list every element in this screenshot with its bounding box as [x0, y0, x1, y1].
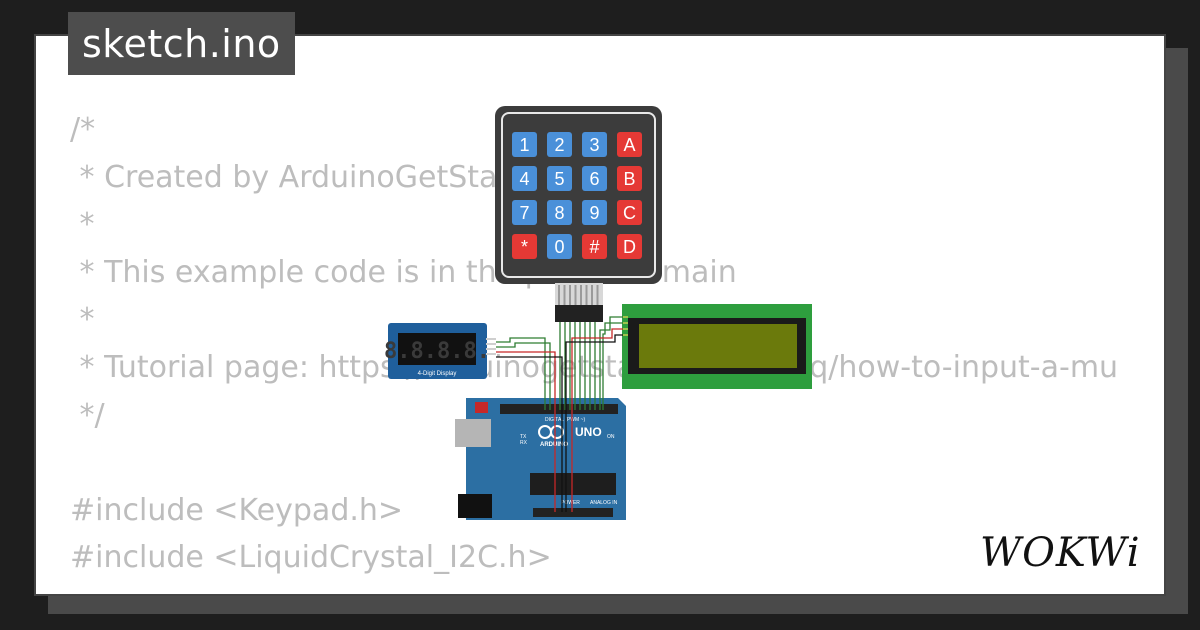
- keypad-key-label: #: [589, 237, 599, 257]
- keypad-connector: [555, 283, 603, 322]
- sketch-title: sketch.ino: [82, 21, 281, 66]
- tx-label: TX: [520, 434, 527, 440]
- code-line: *: [70, 207, 95, 243]
- code-line: * Created by ArduinoGetSta: [70, 159, 498, 195]
- keypad-key[interactable]: [582, 166, 607, 191]
- keypad-key-label: 0: [554, 237, 564, 257]
- keypad-key[interactable]: [512, 166, 537, 191]
- wires: [496, 316, 623, 512]
- keypad-key[interactable]: [512, 200, 537, 225]
- keypad-key-label: C: [623, 203, 636, 223]
- keypad-keys: 1 2 3 A 4 5 6 B 7 8 9 C * 0 # D: [512, 132, 642, 259]
- keypad-key[interactable]: [547, 234, 572, 259]
- keypad-frame: [501, 112, 656, 278]
- connector-pin: [591, 285, 593, 305]
- code-line: #include <LiquidCrystal_I2C.h>: [70, 540, 552, 576]
- keypad-key[interactable]: [512, 132, 537, 157]
- analog-label: ANALOG IN: [590, 500, 618, 506]
- keypad: 1 2 3 A 4 5 6 B 7 8 9 C * 0 # D: [495, 106, 662, 284]
- arduino-logo-text: ARDUINO: [540, 442, 568, 448]
- connector-pin: [569, 285, 571, 305]
- connector-pins: [555, 283, 603, 305]
- keypad-key-label: 5: [554, 169, 564, 189]
- keypad-key[interactable]: [547, 200, 572, 225]
- keypad-key-label: 9: [589, 203, 599, 223]
- keypad-key[interactable]: [617, 234, 642, 259]
- code-line: /*: [70, 112, 96, 147]
- wokwi-logo: WOKWi: [980, 530, 1141, 576]
- keypad-key[interactable]: [512, 234, 537, 259]
- keypad-key-label: 2: [554, 135, 564, 155]
- code-line: *: [70, 302, 95, 338]
- keypad-key[interactable]: [617, 132, 642, 157]
- keypad-key-label: 6: [589, 169, 599, 189]
- connector-pin: [585, 285, 588, 305]
- connector-pin: [596, 285, 599, 305]
- lcd-display: [622, 304, 812, 389]
- arduino-uno: UNO ARDUINO DIGITAL (PWM ~) ANALOG IN PO…: [455, 398, 626, 520]
- keypad-key-label: 1: [519, 135, 529, 155]
- keypad-key[interactable]: [547, 166, 572, 191]
- keypad-key-label: A: [623, 135, 635, 155]
- seven-segment-label: 4-Digit Display: [418, 371, 457, 377]
- keypad-key-label: D: [623, 237, 636, 257]
- wokwi-logo-text: WOKWi: [980, 530, 1141, 576]
- rx-label: RX: [520, 440, 528, 446]
- connector-pin: [574, 285, 577, 305]
- keypad-key-label: 3: [589, 135, 599, 155]
- power-label: POWER: [561, 500, 580, 506]
- seven-segment-digits: 8.8.8.8.: [384, 339, 490, 364]
- atmega-chip: [530, 473, 616, 495]
- code-line: #include <Keypad.h>: [70, 492, 404, 528]
- connector-pin: [563, 285, 566, 305]
- keypad-key-label: 7: [519, 203, 529, 223]
- digital-header: [500, 404, 618, 414]
- arduino-model: UNO: [575, 425, 602, 439]
- sketch-title-badge: sketch.ino: [68, 12, 295, 75]
- code-text: /* * Created by ArduinoGetSta * * This e…: [70, 106, 1118, 582]
- digital-label: DIGITAL (PWM ~): [545, 417, 585, 423]
- seven-segment-face: [398, 333, 476, 365]
- keypad-key[interactable]: [582, 200, 607, 225]
- lcd-screen: [639, 324, 797, 368]
- power-jack: [458, 494, 492, 518]
- power-analog-header: [533, 508, 613, 517]
- keypad-key-label: 4: [519, 169, 529, 189]
- keypad-key-label: B: [623, 169, 635, 189]
- keypad-key[interactable]: [582, 234, 607, 259]
- keypad-key[interactable]: [547, 132, 572, 157]
- usb-port: [455, 419, 491, 447]
- on-label: ON: [607, 434, 615, 440]
- connector-pin: [558, 285, 560, 305]
- keypad-key[interactable]: [617, 166, 642, 191]
- connector-header: [555, 305, 603, 322]
- keypad-key[interactable]: [582, 132, 607, 157]
- keypad-key[interactable]: [617, 200, 642, 225]
- connector-pin: [580, 285, 582, 305]
- code-line: */: [70, 397, 105, 433]
- reset-button: [475, 402, 488, 413]
- seven-segment-display: 8.8.8.8. 4-Digit Display: [384, 323, 496, 379]
- keypad-key-label: 8: [554, 203, 564, 223]
- keypad-key-label: *: [521, 237, 528, 257]
